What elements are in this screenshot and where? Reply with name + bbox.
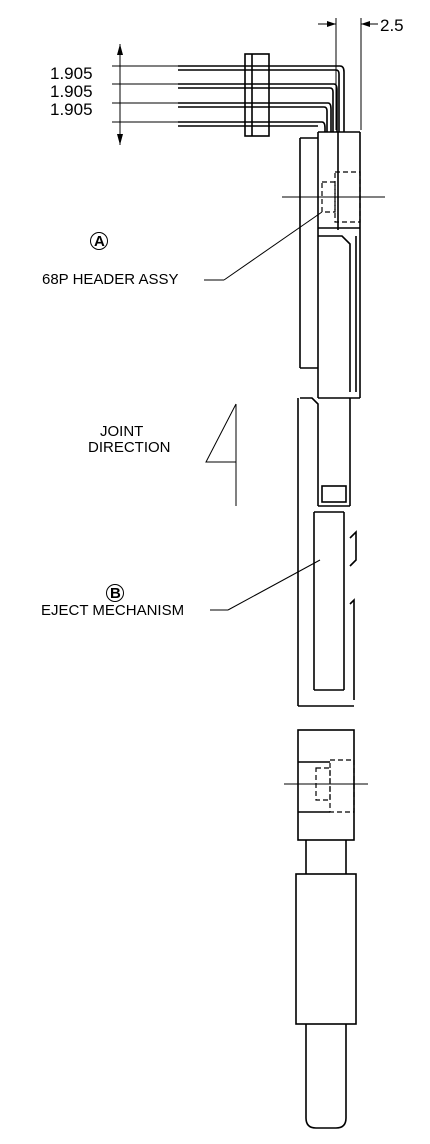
pitch-dimension-1: 1.905: [50, 64, 93, 83]
callout-header-assy: A 68P HEADER ASSY: [42, 211, 323, 288]
callout-eject-mechanism: B EJECT MECHANISM: [41, 559, 321, 619]
part-a-name: 68P HEADER ASSY: [42, 271, 178, 288]
pitch-dimension-2: 1.905: [50, 82, 93, 101]
joint-direction-arrow-icon: [205, 403, 237, 506]
bottom-shaft: [295, 873, 357, 1129]
joint-direction-indicator: JOINT DIRECTION: [88, 403, 237, 506]
header-pins: [178, 53, 345, 137]
pitch-dimension-3: 1.905: [50, 100, 93, 119]
joint-direction-line2: DIRECTION: [88, 439, 171, 456]
joint-direction-line1: JOINT: [100, 423, 143, 440]
pin-pitch-dimension: 1.905 1.905 1.905: [50, 44, 178, 145]
part-a-marker: A: [94, 233, 105, 250]
part-b-name: EJECT MECHANISM: [41, 602, 184, 619]
eject-mechanism-body: [297, 397, 357, 707]
offset-dimension-value: 2.5: [380, 16, 404, 35]
offset-dimension: 2.5: [318, 16, 404, 130]
header-body: [282, 131, 385, 399]
part-b-marker: B: [110, 585, 121, 602]
lower-mount-block: [284, 729, 368, 874]
